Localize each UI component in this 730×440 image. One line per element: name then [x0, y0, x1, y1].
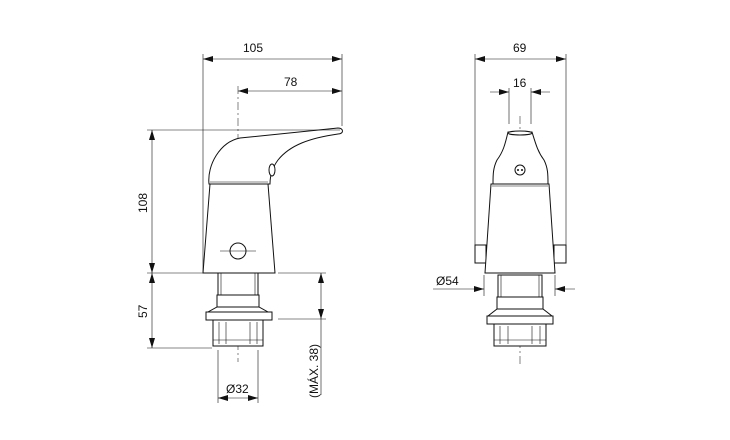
dim-57: 57 — [136, 304, 150, 318]
dim-105: 105 — [243, 41, 263, 55]
set-screw — [514, 164, 526, 176]
body — [202, 183, 276, 274]
dim-78: 78 — [284, 75, 298, 89]
handle-screw — [268, 163, 276, 177]
lever-handle — [208, 127, 343, 185]
dim-108: 108 — [136, 193, 150, 213]
dim-69: 69 — [513, 41, 527, 55]
side-view: 105 78 108 57 (MÁX. 38) Ø32 — [136, 41, 343, 403]
dim-16: 16 — [513, 76, 527, 90]
thread — [212, 319, 264, 347]
right-knob — [553, 244, 567, 264]
dim-d32: Ø32 — [226, 382, 249, 396]
left-knob — [474, 244, 487, 264]
nut — [205, 311, 273, 321]
handle-head — [492, 131, 549, 185]
body — [484, 183, 556, 274]
stem — [497, 274, 543, 298]
dim-max-38: (MÁX. 38) — [306, 344, 321, 398]
nut — [486, 315, 554, 325]
dim-d54: Ø54 — [436, 274, 459, 288]
stem — [217, 272, 259, 296]
front-view: 69 16 Ø54 — [433, 41, 575, 366]
thread — [493, 323, 547, 347]
